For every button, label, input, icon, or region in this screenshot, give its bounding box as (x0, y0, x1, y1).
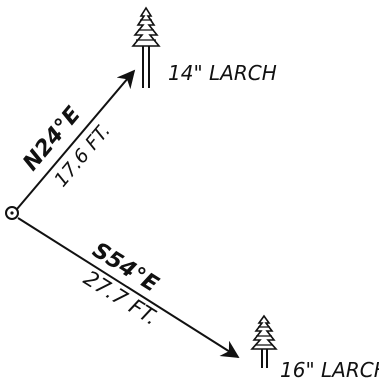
tree-label-2: 16" LARCH (280, 358, 379, 382)
tree-label-1: 14" LARCH (168, 61, 277, 85)
bearing-line-1 (16, 69, 136, 210)
bearing-line-2 (17, 217, 240, 358)
conifer-tree-icon (131, 6, 161, 88)
survey-point-icon (5, 206, 19, 220)
conifer-tree-icon (250, 314, 278, 368)
